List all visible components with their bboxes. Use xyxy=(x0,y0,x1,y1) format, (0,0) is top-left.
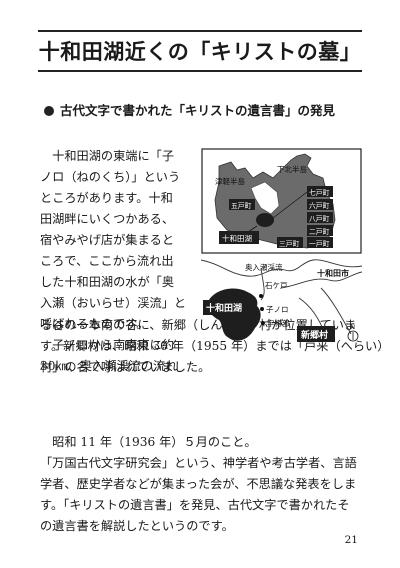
map-label-towadashi: 十和田市 xyxy=(317,268,349,278)
map-label-oirase: 奥入瀬渓流 xyxy=(245,262,283,272)
paragraph-line: す。新郷村は、昭和 30 年（1955 年）までは「戸来（へらい） xyxy=(40,339,390,353)
map-label-gonohe: 五戸町 xyxy=(231,202,252,210)
paragraph-3: 昭和 11 年（1936 年）５月のこと。 「万国古代文字研究会」という、神学者… xyxy=(40,432,370,537)
map-label-shichinohe: 七戸町 xyxy=(309,188,330,197)
paragraph-line: ところがあります。十和 xyxy=(40,191,173,205)
detail-map: 奥入瀬渓流 石ケ戸 十和田市 子ノロ 宇樽部 十和田湖 新郷村 N xyxy=(201,259,362,342)
paragraph-line: 田湖畔にいくつかある、 xyxy=(40,212,175,226)
map-label-rokunohe: 六戸町 xyxy=(309,201,330,210)
paragraph-line: 「万国古代文字研究会」という、神学者や考古学者、言語 xyxy=(40,456,357,470)
towada-map: 下北半島 津軽半島 五戸町 七戸町 六戸町 八戸町 二戸町 三戸町 一戸町 十和… xyxy=(201,148,362,342)
paragraph-line: した十和田湖の水が「奥 xyxy=(40,275,175,289)
map-label-ishigedo: 石ケ戸 xyxy=(265,281,288,290)
inset-map: 下北半島 津軽半島 五戸町 七戸町 六戸町 八戸町 二戸町 三戸町 一戸町 十和… xyxy=(201,148,362,254)
paragraph-line: 昭和 11 年（1936 年）５月のこと。 xyxy=(40,435,257,449)
paragraph-line: 入瀬（おいらせ）渓流」と xyxy=(40,296,187,310)
paragraph-2: る谷の一本南の谷に、新郷（しんごう）村が位置していま す。新郷村は、昭和 30 … xyxy=(40,315,390,378)
paragraph-line: 宿やみやげ店が集まると xyxy=(40,233,175,247)
paragraph-line: 村」の名で呼ばれていました。 xyxy=(40,360,211,374)
inset-lake-shape xyxy=(256,213,274,227)
north-label: N xyxy=(351,324,356,331)
paragraph-line: 子ノロから南南東に約 xyxy=(40,338,175,352)
paragraph-line: 十和田湖の東端に「子 xyxy=(40,149,175,163)
paragraph-line: ノロ（ねのくち）」という xyxy=(40,170,181,184)
map-label-shimokita: 下北半島 xyxy=(277,164,307,174)
map-label-ninohe: 二戸町 xyxy=(309,228,330,236)
paragraph-line: 30㎞、奥入瀬渓流の流れ xyxy=(40,359,178,373)
section-heading-text: 古代文字で書かれた「キリストの遺言書」の発見 xyxy=(60,103,336,118)
paragraph-1: 十和田湖の東端に「子 ノロ（ねのくち）」という ところがあります。十和 田湖畔に… xyxy=(40,146,200,377)
map-label-towadako: 十和田湖 xyxy=(206,302,242,314)
paragraph-line: 呼ばれるものです。 xyxy=(40,317,149,331)
north-arrow-icon: N xyxy=(347,324,359,342)
map-label-hachinohe: 八戸町 xyxy=(309,215,330,223)
map-label-shingo: 新郷村 xyxy=(301,329,328,341)
map-label-tsugaru: 津軽半島 xyxy=(215,176,245,186)
paragraph-line: ころで、ここから流れ出 xyxy=(40,254,174,268)
map-label-utarube: 宇樽部 xyxy=(267,318,290,328)
page-title: 十和田湖近くの「キリストの墓」 xyxy=(38,30,362,72)
paragraph-line: す。「キリストの遺言書」を発見、古代文字で書かれたそ xyxy=(40,498,350,512)
paragraph-line: る谷の一本南の谷に、新郷（しんごう）村が位置していま xyxy=(40,318,357,332)
map-label-sannohe: 三戸町 xyxy=(279,240,300,248)
paragraph-line: の遺言書を解説したというのです。 xyxy=(40,519,234,533)
map-label-inset-towadako: 十和田湖 xyxy=(222,233,252,243)
page-number: 21 xyxy=(344,534,358,546)
map-label-nenokuchi: 子ノロ xyxy=(266,305,289,314)
paragraph-line: 学者、歴史学者などが集まった会が、不思議な発表をしま xyxy=(40,477,357,491)
section-heading: 古代文字で書かれた「キリストの遺言書」の発見 xyxy=(44,100,335,119)
bullet-icon xyxy=(44,106,54,116)
map-label-ichinohe: 一戸町 xyxy=(309,240,330,248)
